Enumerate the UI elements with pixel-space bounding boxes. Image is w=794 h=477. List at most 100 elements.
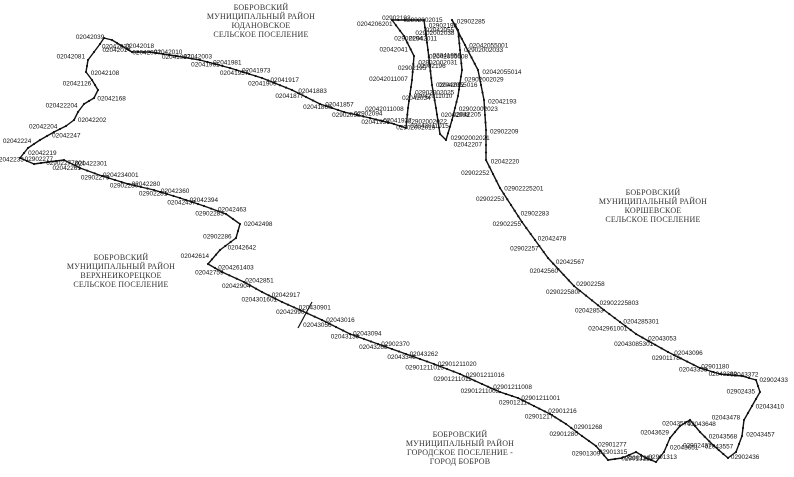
- boundary-point: [456, 28, 460, 32]
- point-label: 02041961: [191, 61, 220, 68]
- boundary-point: [136, 50, 140, 54]
- point-label: 02902002031: [418, 60, 458, 67]
- point-label: 02042360: [161, 188, 190, 195]
- point-label: 02901217: [525, 414, 554, 421]
- boundary-point: [254, 74, 257, 78]
- boundary-point: [409, 48, 412, 51]
- boundary-point: [737, 442, 741, 446]
- boundary-point: [698, 430, 702, 434]
- boundary-point: [495, 179, 498, 183]
- boundary-point: [368, 116, 372, 120]
- boundary-point: [241, 70, 244, 74]
- boundary-point: [445, 367, 449, 371]
- boundary-point: [726, 373, 729, 376]
- region-line: БОБРОВСКИЙ: [233, 3, 289, 12]
- boundary-point: [692, 363, 695, 366]
- point-label: 02901211011: [433, 376, 472, 383]
- boundary-point: [666, 350, 670, 354]
- boundary-point: [452, 370, 455, 373]
- boundary-point: [418, 357, 422, 361]
- point-label: 02042034: [402, 95, 431, 102]
- boundary-point: [450, 18, 454, 22]
- boundary-point: [480, 382, 484, 386]
- point-label: 02042961001: [588, 326, 628, 333]
- point-label: 02901280: [549, 431, 578, 438]
- boundary-point: [290, 88, 294, 92]
- boundary-point: [594, 444, 598, 448]
- boundary-point: [87, 99, 91, 103]
- point-label: 02902257: [510, 246, 539, 253]
- point-label: 02901312: [621, 456, 650, 463]
- boundary-point: [120, 44, 124, 48]
- point-label: 02902002038: [415, 30, 455, 37]
- region-line: СЕЛЬСКОЕ ПОСЕЛЕНИЕ: [605, 215, 701, 224]
- boundary-point: [430, 76, 433, 80]
- boundary-point: [567, 279, 570, 282]
- boundary-point: [402, 34, 406, 38]
- boundary-point: [146, 187, 149, 190]
- boundary-point: [673, 430, 677, 434]
- point-label: 02041957: [220, 70, 249, 77]
- boundary-point: [210, 258, 214, 261]
- boundary-point: [552, 262, 555, 265]
- boundary-point: [90, 78, 94, 82]
- boundary-point: [426, 48, 430, 52]
- boundary-point: [433, 99, 436, 102]
- cross-line: [297, 301, 313, 329]
- boundary-point: [369, 340, 373, 343]
- point-label: 02901211: [499, 399, 527, 406]
- boundary-point: [513, 209, 516, 212]
- boundary-point: [297, 92, 301, 95]
- boundary-point: [437, 126, 441, 129]
- boundary-point: [424, 33, 428, 37]
- boundary-point: [458, 81, 462, 85]
- boundary-point: [228, 274, 231, 277]
- boundary-point: [168, 53, 171, 57]
- boundary-point: [422, 18, 426, 22]
- boundary-point: [649, 458, 653, 462]
- boundary-point: [457, 31, 460, 34]
- boundary-point: [380, 119, 384, 123]
- point-label: 02902094: [354, 110, 383, 117]
- boundary-line: [19, 19, 761, 463]
- point-label: 02042011015: [410, 123, 449, 130]
- boundary-point: [86, 169, 89, 172]
- point-label: 02902433: [760, 377, 789, 384]
- point-label: 02901211003: [461, 388, 500, 395]
- point-label: 029022580I: [546, 289, 580, 296]
- boundary-point: [548, 412, 552, 416]
- point-label: 02042394: [190, 197, 219, 204]
- point-label: 02902277: [25, 156, 54, 163]
- boundary-point: [498, 186, 502, 190]
- boundary-point: [32, 162, 36, 166]
- boundary-point: [229, 240, 232, 244]
- boundary-point: [641, 336, 644, 339]
- point-label: 02901180: [701, 364, 729, 371]
- boundary-point: [705, 368, 708, 372]
- boundary-point: [324, 104, 328, 108]
- point-label: 02041987: [162, 54, 191, 61]
- point-label: 02042614: [181, 253, 210, 260]
- point-label: 02041973: [242, 68, 271, 75]
- boundary-point: [538, 244, 541, 248]
- boundary-point: [242, 280, 246, 284]
- boundary-point: [578, 289, 582, 292]
- boundary-point: [406, 113, 409, 116]
- point-label: 02042478: [538, 235, 567, 242]
- boundary-point: [733, 374, 736, 377]
- region-line: СЕЛЬСКОЕ ПОСЕЛЕНИЕ: [73, 280, 169, 289]
- boundary-point: [473, 62, 476, 65]
- point-label: 02042247: [52, 132, 81, 139]
- boundary-point: [639, 453, 643, 457]
- boundary-point: [460, 62, 463, 65]
- boundary-point: [386, 121, 390, 124]
- boundary-point: [718, 372, 722, 376]
- boundary-point: [590, 299, 594, 302]
- boundary-point: [221, 64, 224, 68]
- boundary-point: [457, 88, 461, 91]
- boundary-point: [491, 172, 495, 176]
- point-label: 02042193: [488, 99, 517, 106]
- boundary-point: [110, 38, 114, 42]
- point-label: 02902192: [382, 15, 411, 22]
- boundary-point: [274, 297, 277, 300]
